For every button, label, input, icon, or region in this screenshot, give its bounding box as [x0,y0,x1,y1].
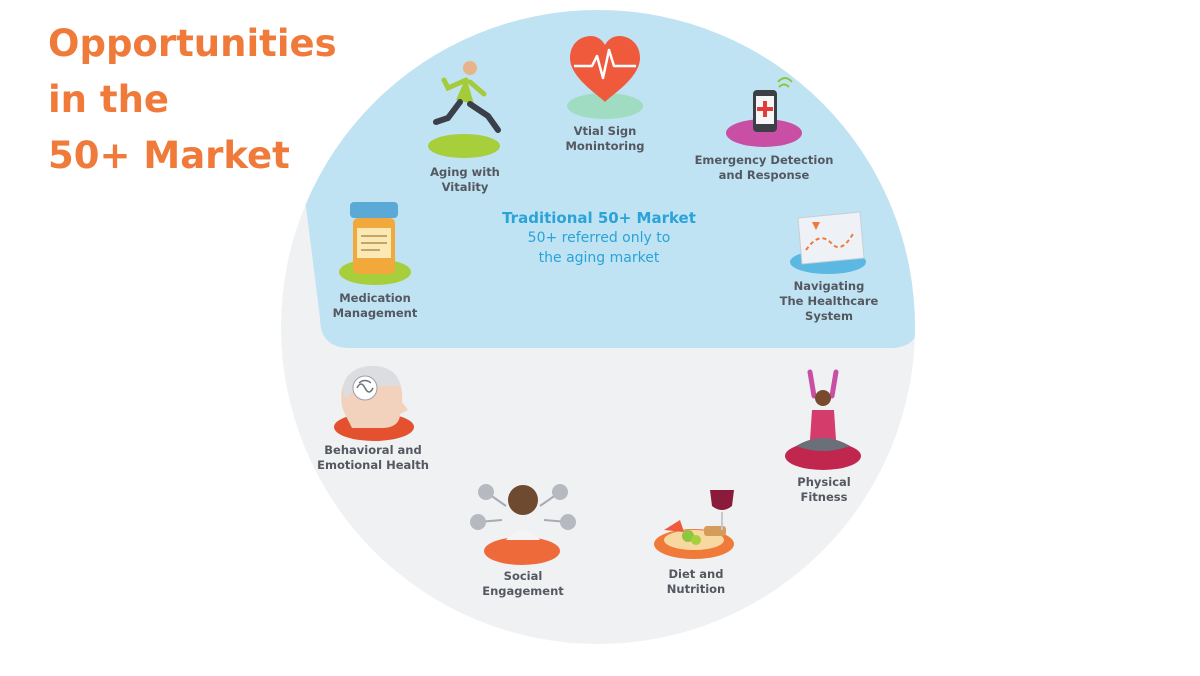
pill-bottle-icon [339,202,411,285]
label-diet-nutrition: Diet and Nutrition [667,567,725,597]
label-line: Physical [797,475,851,489]
label-line: Behavioral and [324,443,422,457]
label-line: Fitness [800,490,848,504]
label-behavioral-emotional-health: Behavioral and Emotional Health [317,443,429,473]
label-line: Vtial Sign [573,124,637,138]
label-navigating-healthcare: Navigating The Healthcare System [780,279,879,324]
label-vital-sign-monitoring: Vtial Sign Monintoring [565,124,644,154]
traditional-market-callout: Traditional 50+ Market 50+ referred only… [502,208,696,268]
traditional-market-region [281,10,915,348]
label-line: Emotional Health [317,458,429,472]
label-medication-management: Medication Management [333,291,418,321]
center-subtext-line-2: the aging market [538,250,660,266]
brain-head-icon [334,366,414,441]
page-title: Opportunities in the 50+ Market [48,16,337,184]
yoga-woman-icon [785,369,861,470]
label-line: System [805,309,853,323]
label-line: and Response [718,168,810,182]
title-line-1: Opportunities [48,22,337,65]
label-physical-fitness: Physical Fitness [797,475,850,505]
label-line: Management [332,306,418,320]
map-icon [790,211,866,274]
running-man-icon [428,61,501,158]
heart-monitor-icon [567,36,643,119]
label-line: Nutrition [666,582,726,596]
label-line: Medication [339,291,411,305]
label-line: Engagement [482,584,564,598]
meal-wine-icon [654,490,734,559]
label-line: Aging with [430,165,500,179]
title-line-2: in the [48,78,170,121]
label-line: Social [503,569,543,583]
label-line: Emergency Detection [694,153,834,167]
mobile-alert-icon [726,77,802,147]
label-line: Diet and [668,567,724,581]
center-heading: Traditional 50+ Market [502,209,696,227]
label-line: Vitality [441,180,489,194]
label-social-engagement: Social Engagement [482,569,564,599]
label-line: Monintoring [565,139,645,153]
label-emergency-detection: Emergency Detection and Response [695,153,834,183]
label-aging-with-vitality: Aging with Vitality [430,165,500,195]
label-line: The Healthcare [779,294,879,308]
social-network-icon [470,484,576,565]
title-line-3: 50+ Market [48,134,290,177]
center-subtext-line-1: 50+ referred only to [527,230,671,246]
label-line: Navigating [793,279,865,293]
